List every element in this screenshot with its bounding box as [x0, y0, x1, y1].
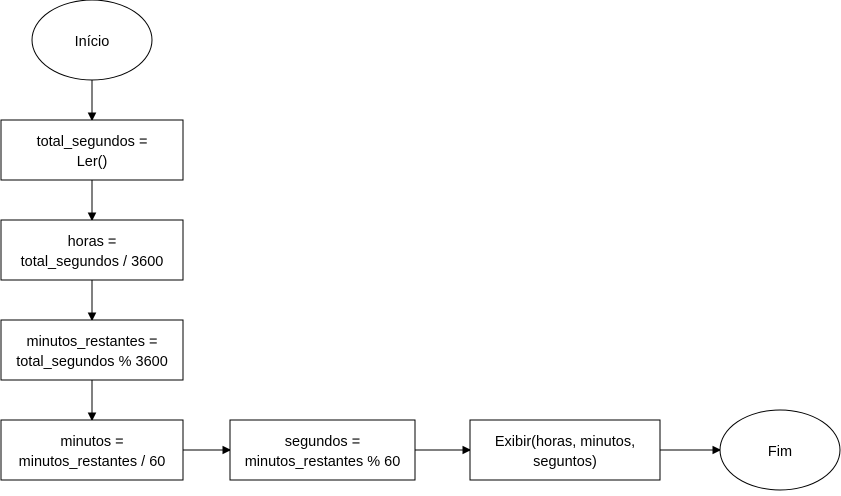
calc-minutos-process-box [0, 419, 184, 481]
flowchart-edges [87, 80, 722, 455]
edge-display-to-end [660, 445, 722, 455]
edge-calc-horas-to-calc-minutos-restantes [87, 280, 97, 322]
edge-calc-minutos-to-calc-segundos [183, 445, 232, 455]
edge-read-input-to-calc-horas [87, 180, 97, 222]
calc-minutos-label-line-2: minutos_restantes / 60 [19, 454, 166, 470]
edge-calc-minutos-restantes-to-calc-minutos [87, 380, 97, 422]
node-calc-horas: horas = total_segundos / 3600 [0, 219, 184, 281]
node-end: Fim [719, 409, 841, 491]
display-output-box [469, 419, 661, 481]
edge-start-to-read-input [87, 80, 97, 122]
calc-horas-process-box [0, 219, 184, 281]
display-label-line-1: Exibir(horas, minutos, [495, 434, 635, 450]
display-label-line-2: seguntos) [533, 454, 597, 470]
node-display: Exibir(horas, minutos, seguntos) [469, 419, 661, 481]
edge-calc-segundos-to-display [415, 445, 472, 455]
calc-segundos-label-line-2: minutos_restantes % 60 [245, 454, 401, 470]
start-label: Início [75, 34, 110, 50]
node-calc-segundos: segundos = minutos_restantes % 60 [229, 419, 416, 481]
read-input-label-line-1: total_segundos = [37, 134, 148, 150]
calc-horas-label-line-1: horas = [68, 234, 117, 250]
end-label: Fim [768, 444, 792, 460]
node-calc-minutos: minutos = minutos_restantes / 60 [0, 419, 184, 481]
calc-horas-label-line-2: total_segundos / 3600 [21, 254, 164, 270]
start-terminal-ellipse [31, 0, 153, 81]
calc-minutos-label-line-1: minutos = [60, 434, 123, 450]
calc-minutos-restantes-process-box [0, 319, 184, 381]
read-input-process-box [0, 119, 184, 181]
end-terminal-ellipse [719, 409, 841, 491]
node-start: Início [31, 0, 153, 81]
calc-segundos-label-line-1: segundos = [285, 434, 360, 450]
calc-segundos-process-box [229, 419, 416, 481]
calc-minutos-restantes-label-line-2: total_segundos % 3600 [16, 354, 168, 370]
node-calc-minutos-restantes: minutos_restantes = total_segundos % 360… [0, 319, 184, 381]
node-read-input: total_segundos = Ler() [0, 119, 184, 181]
calc-minutos-restantes-label-line-1: minutos_restantes = [27, 334, 158, 350]
read-input-label-line-2: Ler() [77, 154, 108, 170]
